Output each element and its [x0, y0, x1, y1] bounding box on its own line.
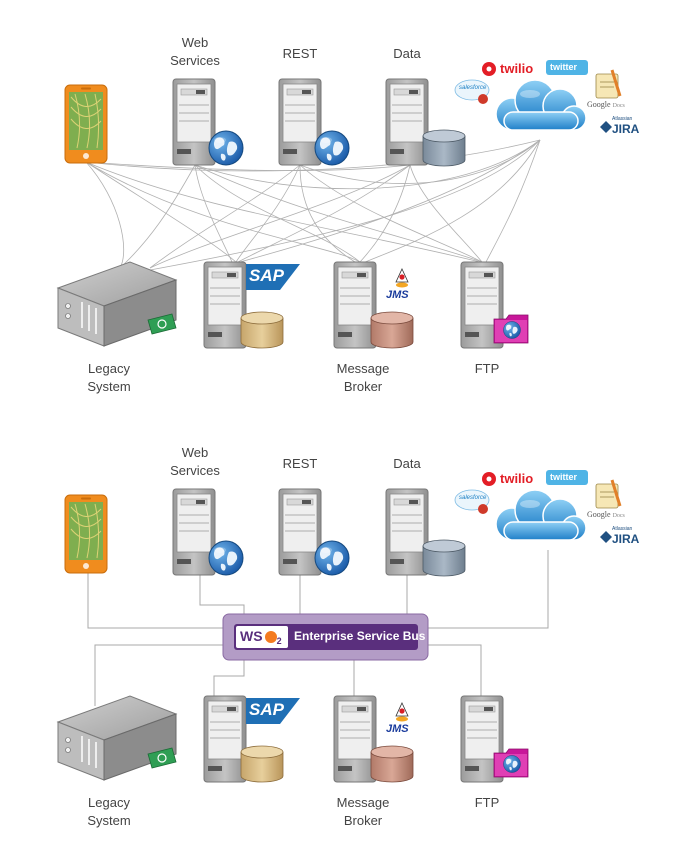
java-duke-icon [395, 702, 409, 722]
sap-wordmark: SAP [249, 266, 284, 285]
label-line: Broker [343, 379, 383, 394]
salesforce-wordmark: salesforce [459, 85, 487, 91]
ftp-label: FTP [474, 795, 500, 810]
label-line: Broker [343, 813, 383, 828]
google-docs-icon [595, 479, 622, 509]
web-services-label: Web Services [160, 444, 230, 480]
salesforce-wordmark: salesforce [459, 495, 487, 501]
globe-icon [314, 540, 350, 576]
atlassian-wordmark: Atlassian [612, 116, 633, 122]
sap-server-icon [203, 261, 247, 349]
message-broker-label: Message Broker [328, 794, 398, 830]
jira-logo-icon [600, 121, 612, 133]
wso2-logo-icon [265, 631, 277, 643]
jira-wordmark: JIRA [612, 532, 640, 546]
globe-icon [503, 321, 521, 339]
web-services-server-icon [172, 78, 216, 166]
database-icon [240, 311, 284, 349]
cloud-icon [495, 79, 587, 131]
google-word: Google [587, 100, 611, 109]
sap-wordmark: SAP [249, 700, 284, 719]
data-server-icon [385, 488, 429, 576]
globe-icon [208, 540, 244, 576]
message-broker-label: Message Broker [328, 360, 398, 396]
legacy-system-label: Legacy System [74, 360, 144, 396]
message-broker-server-icon [333, 695, 377, 783]
cloud-icon [495, 489, 587, 541]
jms-wordmark: JMS [386, 289, 409, 301]
legacy-system-icon [57, 695, 177, 781]
atlassian-wordmark: Atlassian [612, 526, 633, 532]
google-docs-icon [595, 69, 622, 99]
label-line: Legacy [88, 795, 130, 810]
rest-server-icon [278, 488, 322, 576]
twilio-wordmark: twilio [500, 61, 534, 76]
wso2-2: 2 [276, 636, 282, 646]
top-diagram [57, 60, 622, 349]
rest-server-icon [278, 78, 322, 166]
bottom-diagram [57, 470, 622, 783]
jira-wordmark: JIRA [612, 122, 640, 136]
twitter-logo-icon [546, 470, 588, 485]
database-icon [240, 745, 284, 783]
sap-server-icon [203, 695, 247, 783]
web-services-server-icon [172, 488, 216, 576]
label-line: Web [181, 35, 209, 50]
web-services-label: Web Services [160, 34, 230, 70]
twitter-wordmark: twitter [550, 62, 577, 72]
sap-logo-icon [246, 264, 300, 290]
legacy-system-label: Legacy System [74, 794, 144, 830]
google-docs-wordmark: Google Docs [587, 100, 625, 109]
database-icon [422, 539, 466, 577]
label-line: Legacy [88, 361, 130, 376]
phone-icon [64, 494, 108, 574]
label-line: System [87, 813, 131, 828]
phone-icon [64, 84, 108, 164]
label-line: Services [170, 463, 220, 478]
globe-icon [208, 130, 244, 166]
globe-icon [503, 755, 521, 773]
twitter-logo-icon [546, 60, 588, 75]
ftp-label: FTP [474, 361, 500, 376]
globe-icon [314, 130, 350, 166]
jira-logo-icon [600, 531, 612, 543]
avatar-icon [478, 94, 488, 104]
bus-links [87, 550, 549, 706]
wso2-logo-text: WS 2 [240, 628, 282, 646]
point-to-point-links [85, 139, 541, 271]
enterprise-service-bus [222, 613, 429, 661]
label-line: Web [181, 445, 209, 460]
avatar-icon [478, 504, 488, 514]
database-icon [370, 311, 414, 349]
google-word: Google [587, 510, 611, 519]
sap-logo-icon [246, 698, 300, 724]
twilio-wordmark: twilio [500, 471, 534, 486]
java-duke-icon [395, 268, 409, 288]
message-broker-server-icon [333, 261, 377, 349]
docs-word: Docs [612, 513, 625, 519]
esb-title: Enterprise Service Bus [294, 629, 426, 643]
data-label: Data [393, 46, 421, 61]
label-line: Message [336, 361, 390, 376]
google-docs-wordmark: Google Docs [587, 510, 625, 519]
docs-word: Docs [612, 103, 625, 109]
label-line: Message [336, 795, 390, 810]
label-line: Services [170, 53, 220, 68]
database-icon [422, 129, 466, 167]
data-server-icon [385, 78, 429, 166]
database-icon [370, 745, 414, 783]
rest-label: REST [282, 46, 318, 61]
twitter-wordmark: twitter [550, 472, 577, 482]
jms-wordmark: JMS [386, 723, 409, 735]
data-label: Data [393, 456, 421, 471]
rest-label: REST [282, 456, 318, 471]
legacy-system-icon [57, 261, 177, 347]
wso2-ws: WS [240, 628, 263, 644]
label-line: System [87, 379, 131, 394]
